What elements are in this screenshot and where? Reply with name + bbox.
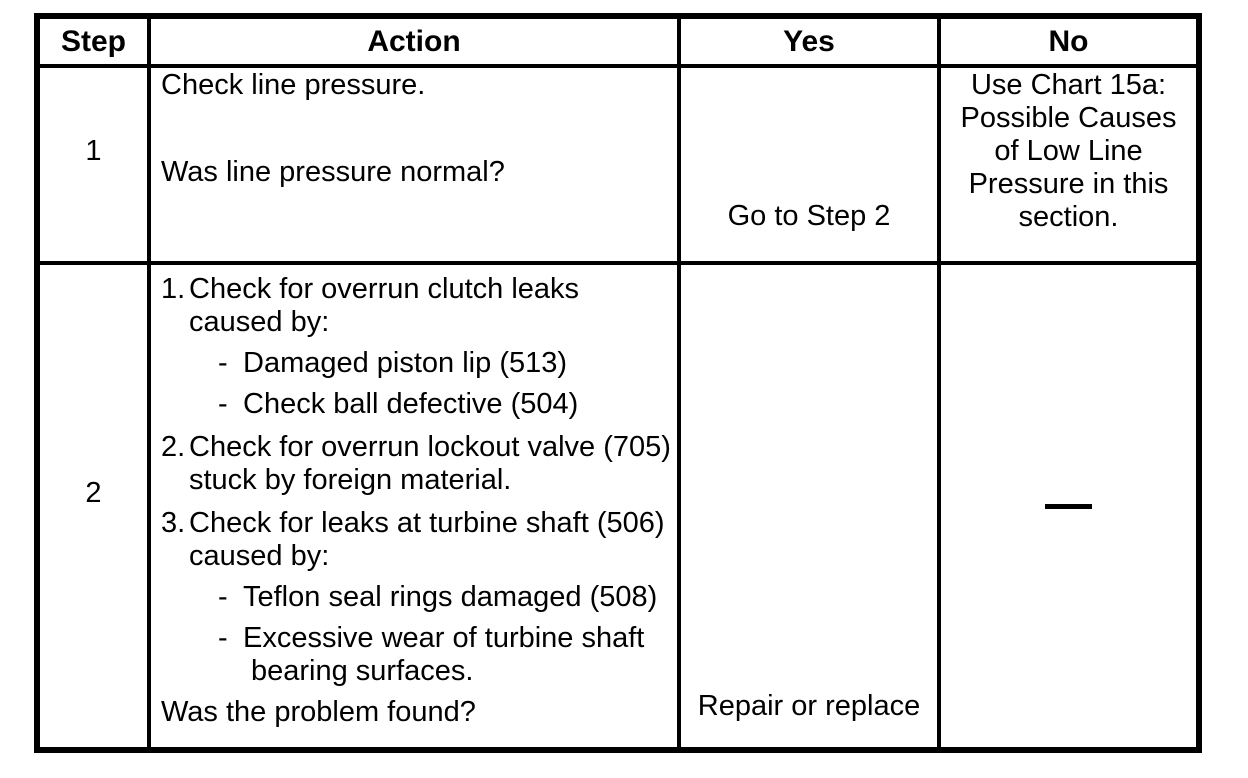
numbered-item-1-marker: 1. [161,273,186,305]
step-1-no-answer-line: of Low Line [994,135,1143,167]
step-1-no-answer-line: Possible Causes [960,102,1177,134]
numbered-item-1-line: caused by: [189,306,330,338]
column-header-no-label: No [1048,25,1089,58]
sub-item-bullet: - [218,347,228,379]
numbered-item-2: 2. Check for overrun lockout valve (705)… [161,431,673,497]
numbered-item-1: 1. Check for overrun clutch leaks caused… [161,273,673,339]
step-1-no-answer-line: Use Chart 15a: [970,69,1167,101]
sub-item-text-line: Damaged piston lip (513) [243,347,568,379]
sub-item-text: Excessive wear of turbine shaft bearing … [243,622,644,688]
step-2-number: 2 [85,476,102,509]
sub-item-text: Check ball defective (504) [243,388,578,421]
sub-item: - Check ball defective (504) [218,388,673,421]
sub-item-bullet: - [218,622,228,654]
sub-item-text-line: Teflon seal rings damaged (508) [243,581,658,613]
step-2-question: Was the problem found? [161,696,476,728]
sub-item-text-line: bearing surfaces. [251,655,474,687]
sub-item-text-line: Check ball defective (504) [243,388,579,420]
column-header-yes-label: Yes [783,25,835,58]
sub-item: - Excessive wear of turbine shaft bearin… [218,622,673,688]
sub-item-text: Teflon seal rings damaged (508) [243,581,657,614]
column-header-yes: Yes [681,19,941,68]
numbered-item-2-marker: 2. [161,431,186,463]
step-2-yes-answer: Repair or replace [697,690,921,722]
step-1-yes-cell: Go to Step 2 [681,68,941,265]
column-header-step: Step [40,19,151,68]
sub-item: - Damaged piston lip (513) [218,347,673,380]
numbered-item-1-line: Check for overrun clutch leaks [189,273,580,305]
step-1-number: 1 [85,135,102,167]
step-2-no-cell: — [941,265,1196,747]
column-header-action: Action [151,19,681,68]
diagnostic-table: Step Action Yes No 1 Check line pressure… [34,13,1202,753]
step-2-yes-cell: Repair or replace [681,265,941,747]
step-1-yes-answer: Go to Step 2 [727,200,891,232]
step-1-instruction: Check line pressure. [161,69,426,101]
step-1-number-cell: 1 [40,68,151,265]
column-header-step-label: Step [60,25,126,58]
step-1-no-answer-line: Pressure in this [968,168,1169,200]
sub-item-bullet: - [218,388,228,420]
no-answer-dash: — [1045,503,1092,509]
sub-item-text-line: Excessive wear of turbine shaft [243,622,645,654]
step-1-no-cell: Use Chart 15a: Possible Causes of Low Li… [941,68,1196,265]
numbered-item-3: 3. Check for leaks at turbine shaft (506… [161,507,673,573]
step-2-number-cell: 2 [40,265,151,747]
sub-item-text: Damaged piston lip (513) [243,347,567,380]
numbered-item-2-line: stuck by foreign material. [189,464,512,496]
sub-item: - Teflon seal rings damaged (508) [218,581,673,614]
numbered-item-3-marker: 3. [161,507,186,539]
step-1-question: Was line pressure normal? [161,156,505,188]
numbered-item-3-line: Check for leaks at turbine shaft (506) [189,507,665,539]
column-header-action-label: Action [367,25,461,58]
sub-item-bullet: - [218,581,228,613]
column-header-no: No [941,19,1196,68]
step-2-action-cell: 1. Check for overrun clutch leaks caused… [151,265,681,747]
numbered-item-3-line: caused by: [189,540,330,572]
numbered-item-2-line: Check for overrun lockout valve (705) [189,431,671,463]
step-1-no-answer-line: section. [1018,201,1119,233]
step-1-action-cell: Check line pressure. Was line pressure n… [151,68,681,265]
